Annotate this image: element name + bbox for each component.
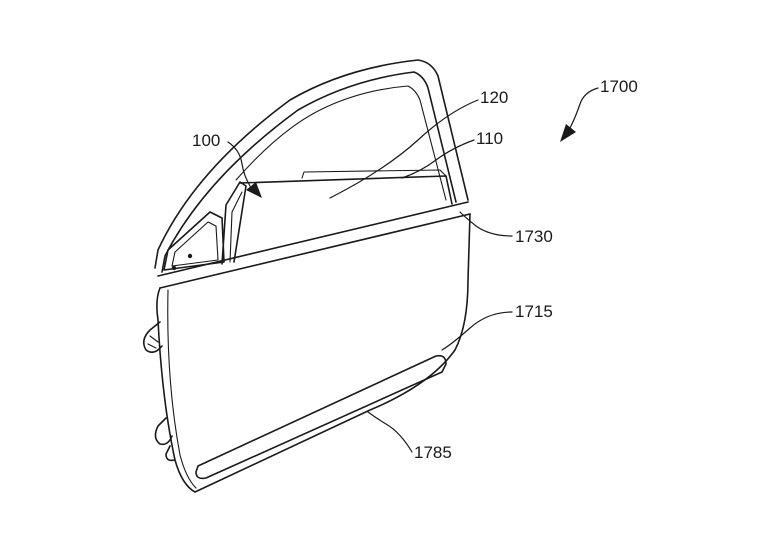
leader-1715 xyxy=(441,311,513,351)
door-front-edge xyxy=(167,289,197,489)
label-1730: 1730 xyxy=(515,227,553,246)
belt-line-lower xyxy=(159,213,471,289)
side-molding xyxy=(195,354,447,480)
arrow-100 xyxy=(246,182,262,198)
label-120: 120 xyxy=(480,88,508,107)
upper-hinge-detail xyxy=(147,335,159,349)
quarter-glass-inner xyxy=(171,221,219,267)
label-1715: 1715 xyxy=(515,302,553,321)
arrow-1700 xyxy=(560,124,576,142)
leader-120 xyxy=(329,99,479,199)
label-1700: 1700 xyxy=(600,77,638,96)
upper-hinge xyxy=(142,321,163,354)
window-frame-inner-2 xyxy=(235,85,447,201)
label-100: 100 xyxy=(192,131,220,150)
lower-hinge xyxy=(154,417,173,446)
label-110: 110 xyxy=(476,129,503,148)
window-frame-inner xyxy=(161,71,457,273)
mount-dot-2 xyxy=(187,253,193,259)
leader-1785 xyxy=(367,411,413,453)
door-body xyxy=(156,213,471,493)
window-frame-outer xyxy=(154,59,469,269)
leader-1700 xyxy=(569,87,599,129)
leader-100 xyxy=(227,141,251,187)
division-post-inner xyxy=(229,191,243,263)
mount-dot-1 xyxy=(171,265,177,271)
division-post xyxy=(221,181,247,265)
leader-1730 xyxy=(459,211,513,237)
window-glass-strip xyxy=(301,169,447,179)
leader-110 xyxy=(401,139,475,179)
label-1785: 1785 xyxy=(414,443,452,462)
lower-hinge-2 xyxy=(165,445,175,462)
belt-line-upper xyxy=(157,201,469,277)
